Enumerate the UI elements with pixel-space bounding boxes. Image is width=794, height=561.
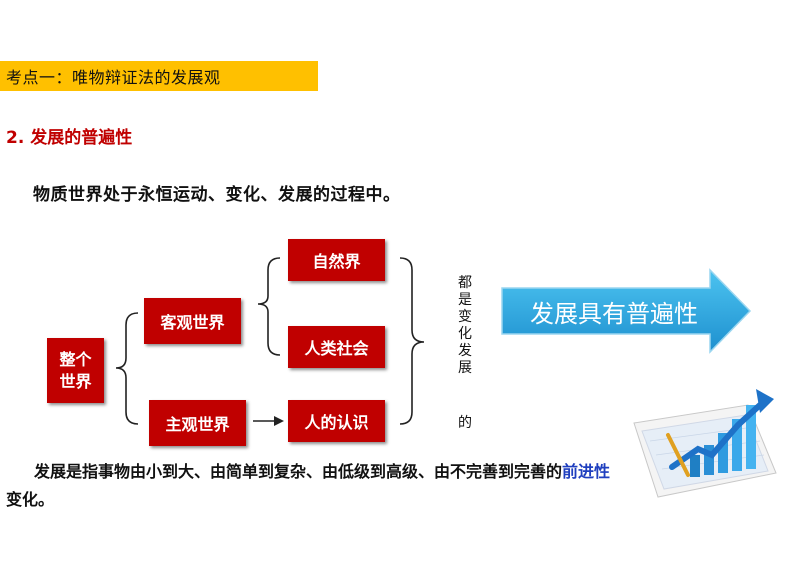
box-human-society: 人类社会: [288, 326, 385, 368]
definition-highlight: 前进性: [562, 462, 611, 481]
definition-part2: 变化。: [6, 490, 55, 509]
box-nature: 自然界: [288, 239, 385, 281]
conclusion-arrow: 发展具有普遍性: [500, 268, 752, 354]
arrow-shape: [501, 268, 752, 354]
box-subjective-world: 主观世界: [149, 400, 246, 446]
arrow-head: [274, 416, 284, 426]
box-objective-world: 客观世界: [144, 298, 241, 344]
statement-text: 物质世界处于永恒运动、变化、发展的过程中。: [33, 185, 401, 205]
conclusion-text: 发展具有普遍性: [530, 299, 698, 328]
bar-chart-growth-icon: [633, 389, 777, 498]
slide-title: 考点一：唯物辩证法的发展观: [6, 68, 221, 87]
vertical-text-tail: 的: [458, 415, 472, 431]
vertical-text: 都是变化发展: [458, 275, 472, 376]
definition-text: 发展是指事物由小到大、由简单到复杂、由低级到高级、由不完善到完善的前进性变化。: [6, 458, 626, 514]
box-whole-world-line2: 世界: [59, 371, 92, 391]
bracket-whole-world: [115, 312, 139, 425]
section-subtitle: 2. 发展的普遍性: [6, 128, 133, 148]
box-human-cognition: 人的认识: [288, 400, 385, 442]
title-bar: 考点一：唯物辩证法的发展观: [0, 61, 318, 91]
bracket-right: [399, 257, 425, 425]
bracket-objective-world: [257, 257, 281, 356]
box-whole-world: 整个 世界: [47, 338, 104, 403]
definition-part1: 发展是指事物由小到大、由简单到复杂、由低级到高级、由不完善到完善的: [34, 462, 563, 481]
box-whole-world-line1: 整个: [59, 349, 92, 369]
